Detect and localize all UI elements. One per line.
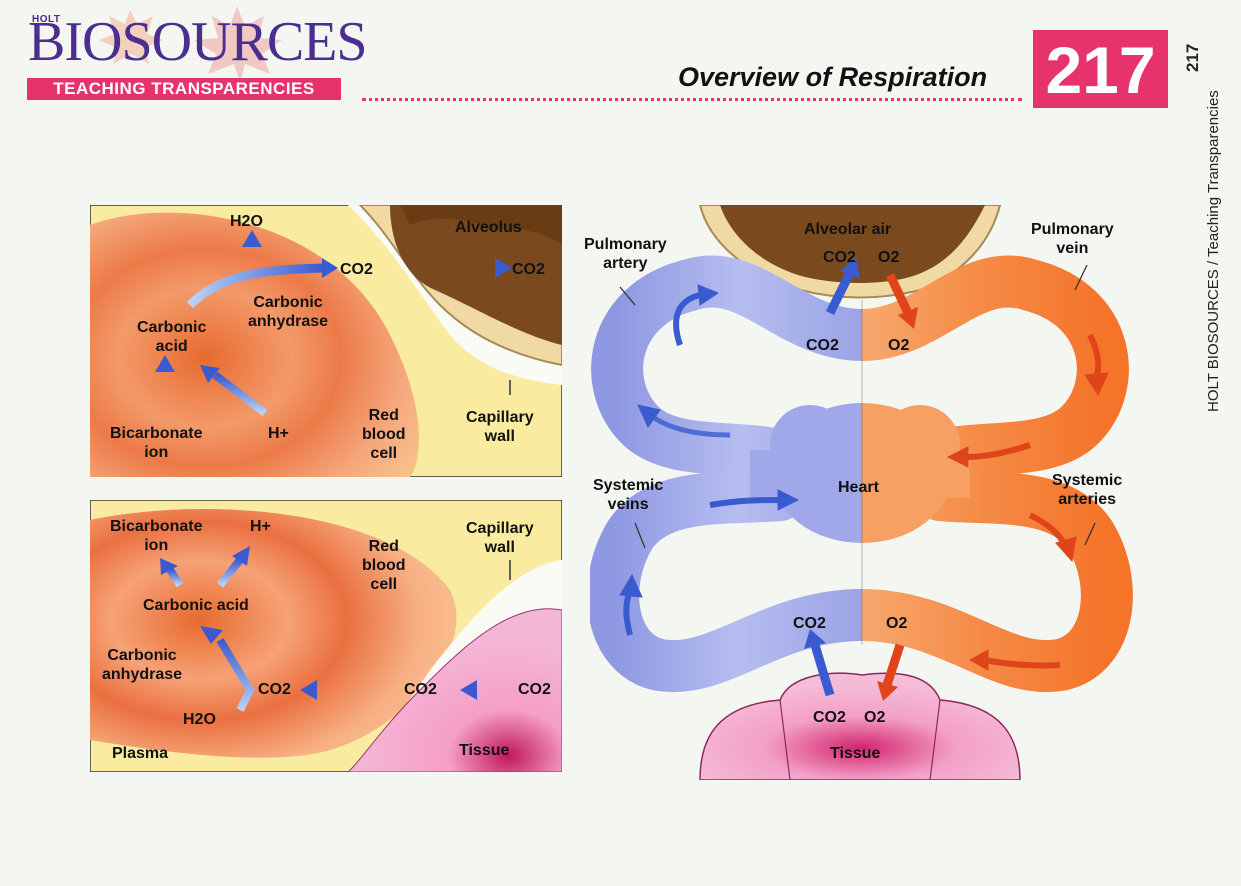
dotted-divider <box>362 98 1022 101</box>
bot-rbc-line2: blood <box>362 556 406 575</box>
circ-o2-tissue-label: O2 <box>864 708 885 727</box>
heart-label: Heart <box>838 478 879 497</box>
circ-co2-top-label: CO2 <box>806 336 839 355</box>
top-h-plus-label: H+ <box>268 424 289 443</box>
top-h2o-text: H2O <box>230 213 263 230</box>
bot-carbonic-acid-label: Carbonic acid <box>143 596 249 615</box>
sa-line1: Systemic <box>1052 471 1122 490</box>
top-ca-line1: Carbonic <box>248 293 328 312</box>
bot-rbc-line1: Red <box>362 537 406 556</box>
sv-line2: veins <box>593 495 663 514</box>
pa-line2: artery <box>584 254 667 273</box>
series-banner: TEACHING TRANSPARENCIES <box>27 78 341 100</box>
top-cap-line2: wall <box>466 427 534 446</box>
bot-co2-c-label: CO2 <box>518 680 551 699</box>
bot-rbc-line3: cell <box>362 575 406 594</box>
top-co2-right-label: CO2 <box>512 260 545 279</box>
top-bicarb-line1: Bicarbonate <box>110 424 202 443</box>
sv-line1: Systemic <box>593 476 663 495</box>
bot-ca-line2: anhydrase <box>102 665 182 684</box>
bot-ca-line1: Carbonic <box>102 646 182 665</box>
top-rbc-line3: cell <box>362 444 406 463</box>
transparency-number: 217 <box>1033 30 1168 108</box>
pa-line1: Pulmonary <box>584 235 667 254</box>
bot-bicarb-line1: Bicarbonate <box>110 517 202 536</box>
sa-line2: arteries <box>1052 490 1122 509</box>
bot-cap-line1: Capillary <box>466 519 534 538</box>
side-number: 217 <box>1183 44 1203 72</box>
brand-logo: BIOSOURCES <box>28 12 367 72</box>
circ-o2-top-label: O2 <box>888 336 909 355</box>
alveolus-label: Alveolus <box>455 218 522 237</box>
side-caption: HOLT BIOSOURCES / Teaching Transparencie… <box>1205 90 1222 412</box>
top-ca-line2: anhydrase <box>248 312 328 331</box>
circ-co2-tissue-label: CO2 <box>813 708 846 727</box>
bot-co2-b-label: CO2 <box>404 680 437 699</box>
circ-o2-bottom-label: O2 <box>886 614 907 633</box>
pv-line2: vein <box>1031 239 1114 258</box>
top-rbc-line2: blood <box>362 425 406 444</box>
circ-tissue-label: Tissue <box>830 744 880 763</box>
bot-h2o-label: H2O <box>183 710 216 729</box>
circ-o2-in-label: O2 <box>878 248 899 267</box>
bot-cap-line2: wall <box>466 538 534 557</box>
bot-co2-a-label: CO2 <box>258 680 291 699</box>
top-acid-line1: Carbonic <box>137 318 206 337</box>
top-h2o-label: H2O <box>230 212 263 231</box>
page-title: Overview of Respiration <box>678 62 987 93</box>
top-bicarb-line2: ion <box>110 443 202 462</box>
bot-tissue-label: Tissue <box>459 741 509 760</box>
top-co2-mid-label: CO2 <box>340 260 373 279</box>
top-acid-line2: acid <box>137 337 206 356</box>
alveolar-air-label: Alveolar air <box>804 220 891 239</box>
top-rbc-line1: Red <box>362 406 406 425</box>
bot-h-plus-label: H+ <box>250 517 271 536</box>
circ-co2-out-label: CO2 <box>823 248 856 267</box>
bot-bicarb-line2: ion <box>110 536 202 555</box>
circ-co2-bottom-label: CO2 <box>793 614 826 633</box>
top-cap-line1: Capillary <box>466 408 534 427</box>
plasma-label: Plasma <box>112 744 168 763</box>
pv-line1: Pulmonary <box>1031 220 1114 239</box>
